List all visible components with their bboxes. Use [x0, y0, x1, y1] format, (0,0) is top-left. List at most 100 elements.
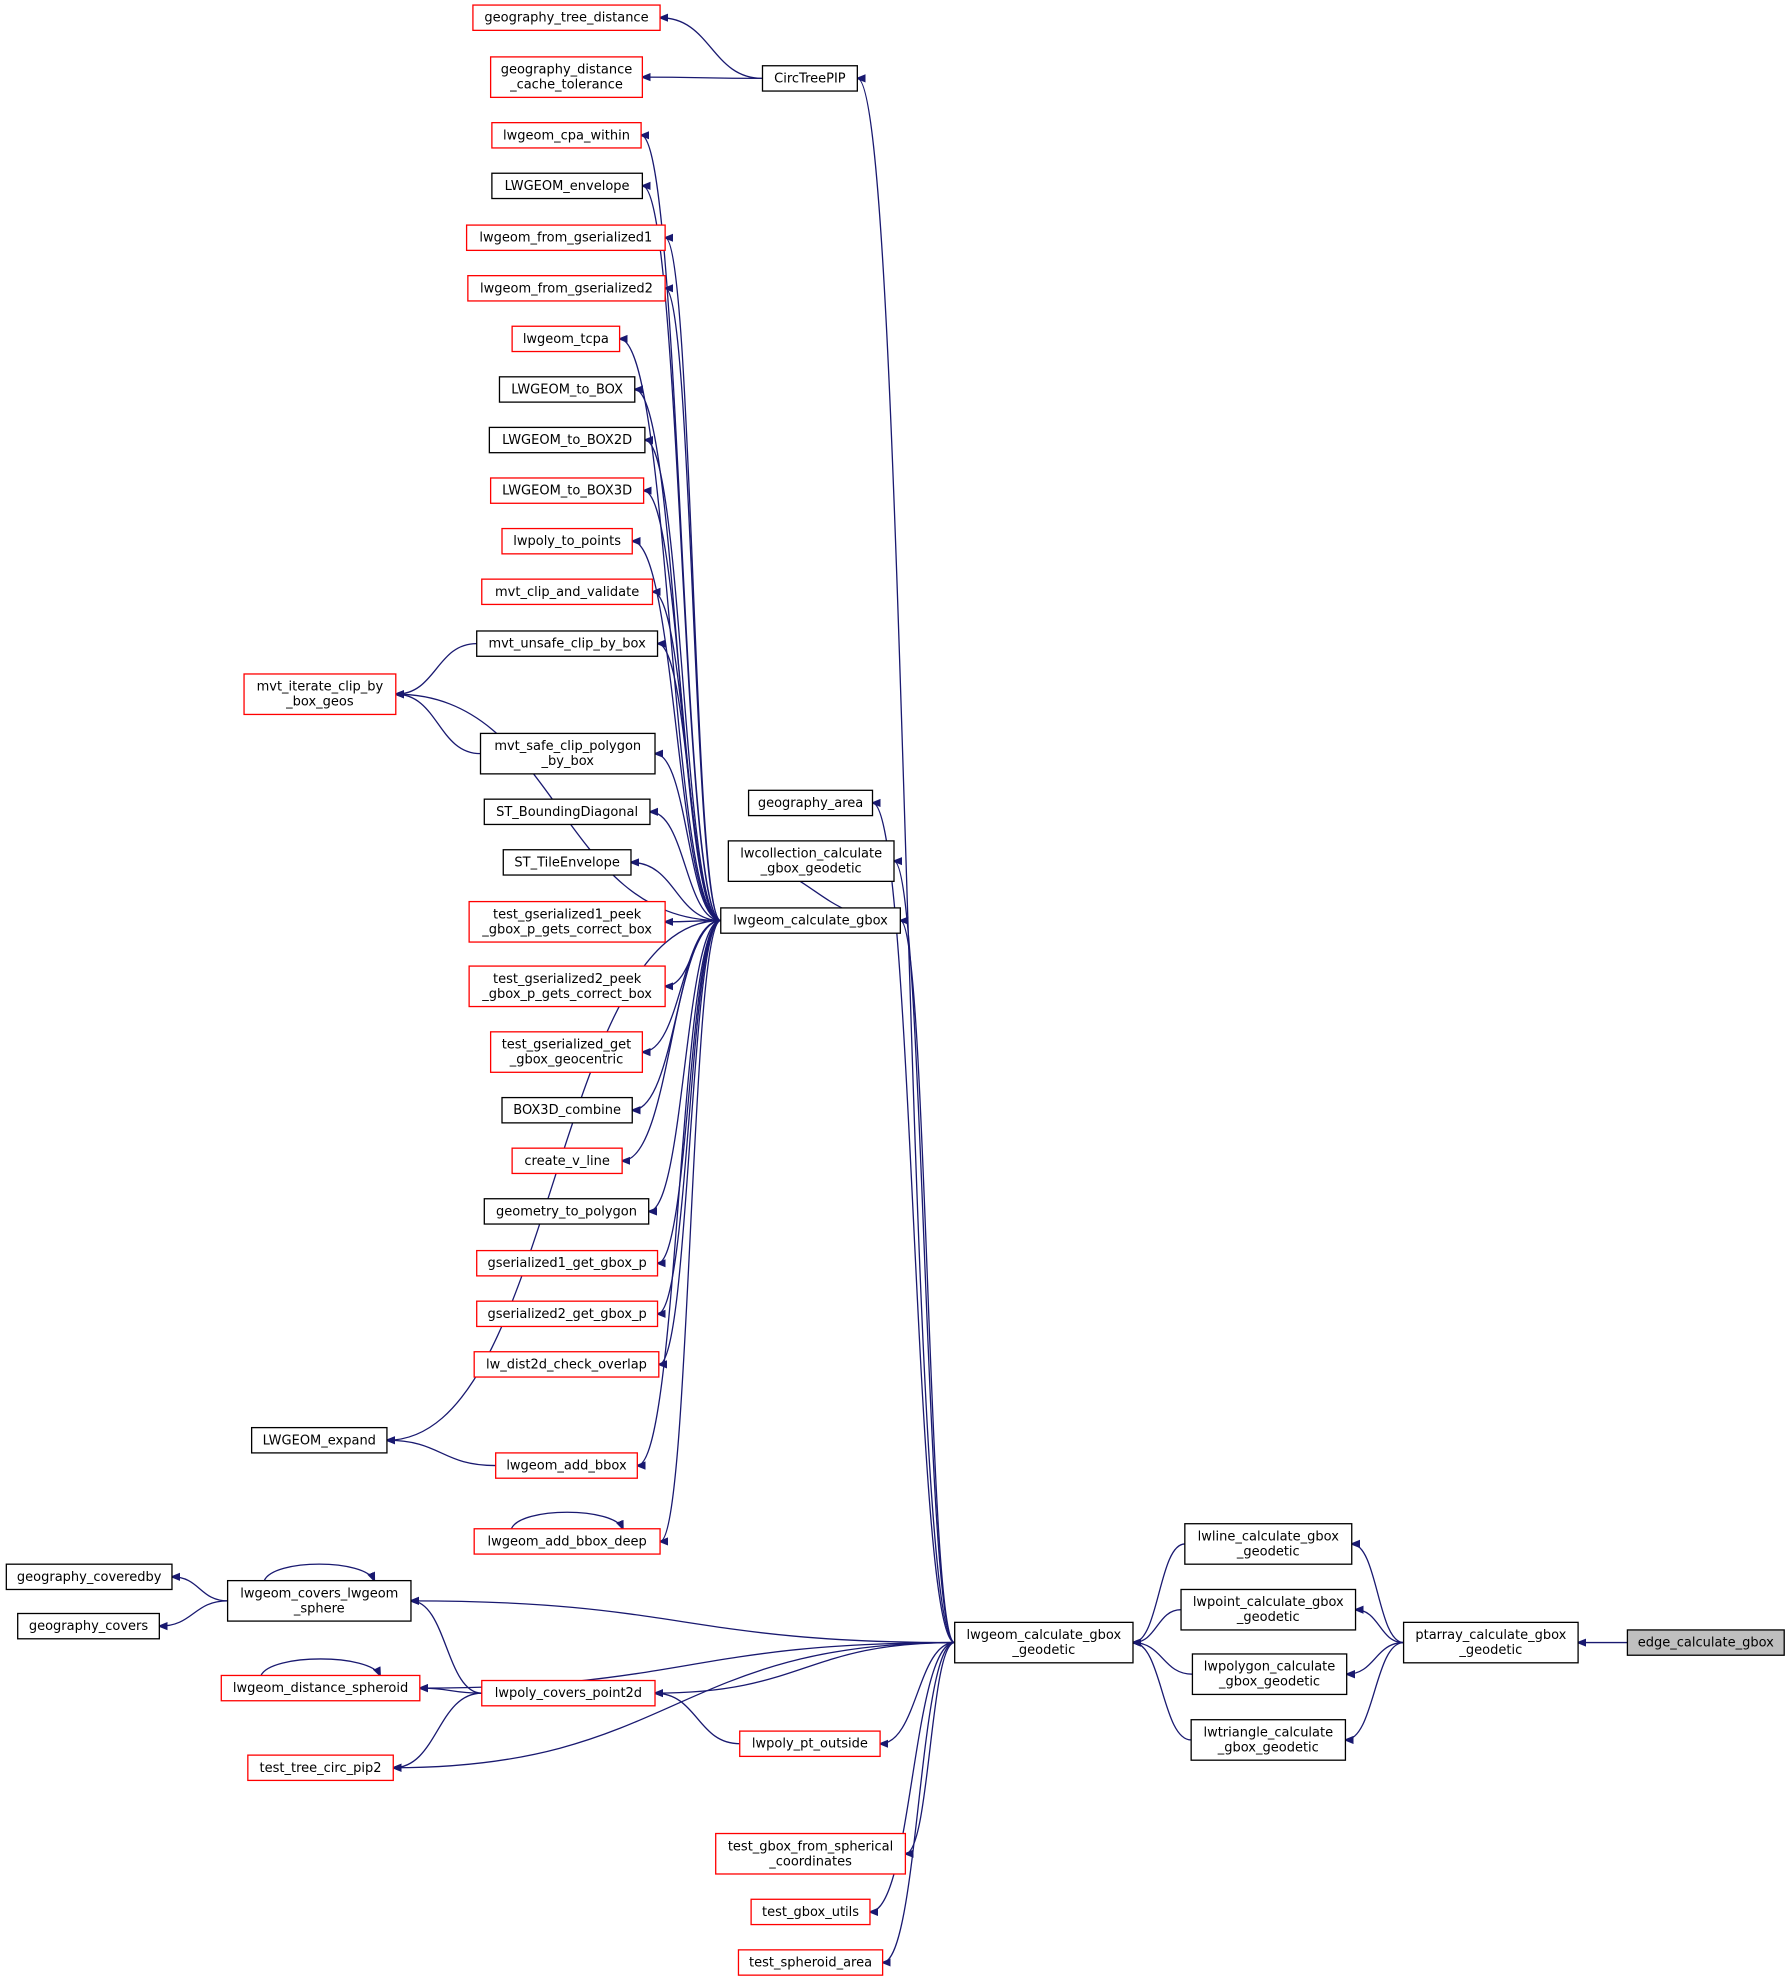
node-test-gbox-from-spherical-coordinates[interactable]: test_gbox_from_spherical_coordinates — [715, 1832, 907, 1875]
edge-n44-to-n41 — [905, 1641, 955, 1854]
node-lwgeom-cpa-within[interactable]: lwgeom_cpa_within — [491, 122, 642, 149]
node-label: lw_dist2d_check_overlap — [486, 1357, 647, 1372]
node-test-gbox-utils[interactable]: test_gbox_utils — [750, 1898, 871, 1926]
node-lwline-calculate-gbox-geodetic[interactable]: lwline_calculate_gbox_geodetic — [1184, 1523, 1353, 1565]
edge-n33-to-n27 — [659, 919, 722, 1365]
node-lwgeom-add-bbox-deep[interactable]: lwgeom_add_bbox_deep — [473, 1528, 661, 1555]
node-label: BOX3D_combine — [513, 1103, 621, 1118]
node-mvt-unsafe-clip-by-box[interactable]: mvt_unsafe_clip_by_box — [476, 630, 659, 657]
node-mvt-iterate-clip-by-box-geos[interactable]: mvt_iterate_clip_by_box_geos — [243, 673, 397, 716]
node-lwtriangle-calculate-gbox-geodetic[interactable]: lwtriangle_calculate_gbox_geodetic — [1190, 1719, 1347, 1761]
edge-n36-to-n35 — [159, 1600, 228, 1626]
edge-n33-to-n18 — [631, 862, 721, 922]
node-mvt-safe-clip-polygon-by-box[interactable]: mvt_safe_clip_polygon_by_box — [479, 732, 656, 775]
edge-n33-to-n26 — [658, 919, 721, 1314]
node-geography-distance-cache-tolerance[interactable]: geography_distance_cache_tolerance — [489, 56, 644, 99]
node-lwgeom-calculate-gbox-geodetic[interactable]: lwgeom_calculate_gbox_geodetic — [954, 1621, 1134, 1664]
node-lwgeom-envelope[interactable]: LWGEOM_envelope — [491, 172, 644, 200]
node-box — [489, 56, 644, 99]
node-circtreepip[interactable]: CircTreePIP — [761, 65, 858, 92]
node-box — [727, 840, 895, 883]
node-geography-tree-distance[interactable]: geography_tree_distance — [472, 4, 661, 31]
node-box — [1184, 1523, 1353, 1565]
node-lwgeom-from-gserialized1[interactable]: lwgeom_from_gserialized1 — [465, 224, 666, 252]
node-label: create_v_line — [524, 1154, 609, 1169]
node-geography-area[interactable]: geography_area — [747, 789, 874, 817]
node-geometry-to-polygon[interactable]: geometry_to_polygon — [483, 1198, 650, 1225]
node-lwgeom-tcpa[interactable]: lwgeom_tcpa — [511, 325, 621, 353]
edge-n44-to-n42 — [870, 1641, 955, 1912]
edge-path — [658, 919, 721, 1314]
node-lwgeom-add-bbox[interactable]: lwgeom_add_bbox — [495, 1452, 638, 1479]
edge-n49-to-n47 — [1347, 1641, 1404, 1675]
node-box3d-combine[interactable]: BOX3D_combine — [501, 1096, 633, 1124]
node-box — [491, 172, 644, 200]
node-lwgeom-calculate-gbox[interactable]: lwgeom_calculate_gbox — [720, 907, 901, 934]
node-box — [502, 849, 632, 876]
node-geography-coveredby[interactable]: geography_coveredby — [5, 1563, 173, 1591]
node-label: CircTreePIP — [774, 71, 846, 86]
edge-n40-to-n38 — [655, 1693, 740, 1745]
node-lwpolygon-calculate-gbox-geodetic[interactable]: lwpolygon_calculate_gbox_geodetic — [1191, 1653, 1348, 1696]
node-test-tree-circ-pip2[interactable]: test_tree_circ_pip2 — [247, 1754, 394, 1782]
node-box — [476, 1300, 659, 1328]
edge-n48-to-n44 — [1133, 1643, 1192, 1741]
node-test-spheroid-area[interactable]: test_spheroid_area — [737, 1949, 884, 1976]
node-box — [479, 732, 656, 775]
edge-path — [387, 919, 721, 1441]
edge-n33-to-n23 — [622, 919, 721, 1161]
node-label: test_gbox_utils — [762, 1905, 859, 1920]
node-st-tileenvelope[interactable]: ST_TileEnvelope — [502, 849, 632, 876]
node-mvt-clip-and-validate[interactable]: mvt_clip_and_validate — [481, 578, 654, 606]
node-label: LWGEOM_to_BOX3D — [502, 484, 632, 499]
edge-path — [645, 440, 721, 922]
edge-path — [1345, 1641, 1404, 1740]
edge-path — [411, 1601, 955, 1644]
node-lwgeom-to-box3d[interactable]: LWGEOM_to_BOX3D — [489, 477, 645, 504]
node-label: _geodetic — [1458, 1643, 1522, 1658]
node-lwgeom-to-box[interactable]: LWGEOM_to_BOX — [498, 376, 636, 403]
node-lwcollection-calculate-gbox-geodetic[interactable]: lwcollection_calculate_gbox_geodetic — [727, 840, 895, 883]
node-test-gserialized2-peek-gbox-p-gets-correct-box[interactable]: test_gserialized2_peek_gbox_p_gets_corre… — [468, 965, 666, 1008]
node-lwgeom-to-box2d[interactable]: LWGEOM_to_BOX2D — [488, 426, 646, 454]
node-gserialized2-get-gbox-p[interactable]: gserialized2_get_gbox_p — [476, 1300, 659, 1328]
node-lwpoly-to-points[interactable]: lwpoly_to_points — [501, 527, 633, 555]
node-edge-calculate-gbox[interactable]: edge_calculate_gbox — [1626, 1629, 1785, 1656]
node-lwgeom-expand[interactable]: LWGEOM_expand — [250, 1426, 388, 1454]
node-box — [495, 1452, 638, 1479]
node-lwgeom-covers-lwgeom-sphere[interactable]: lwgeom_covers_lwgeom_sphere — [226, 1579, 412, 1622]
edge-path — [510, 1511, 623, 1529]
node-label: LWGEOM_envelope — [505, 179, 630, 194]
node-st-boundingdiagonal[interactable]: ST_BoundingDiagonal — [483, 798, 651, 826]
edge-path — [172, 1577, 228, 1602]
node-lwpoint-calculate-gbox-geodetic[interactable]: lwpoint_calculate_gbox_geodetic — [1180, 1588, 1357, 1631]
node-label: lwgeom_distance_spheroid — [233, 1681, 408, 1696]
node-lwpoly-pt-outside[interactable]: lwpoly_pt_outside — [739, 1730, 881, 1758]
node-lwpoly-covers-point2d[interactable]: lwpoly_covers_point2d — [481, 1679, 656, 1707]
node-box — [226, 1579, 412, 1622]
node-box — [472, 4, 661, 31]
node-lwgeom-distance-spheroid[interactable]: lwgeom_distance_spheroid — [220, 1674, 421, 1702]
edge-path — [1356, 1610, 1404, 1644]
node-label: lwpoly_covers_point2d — [495, 1686, 642, 1701]
node-label: LWGEOM_to_BOX — [511, 382, 623, 397]
node-lwgeom-from-gserialized2[interactable]: lwgeom_from_gserialized2 — [467, 275, 666, 302]
node-geography-covers[interactable]: geography_covers — [17, 1612, 160, 1640]
node-test-gserialized1-peek-gbox-p-gets-correct-box[interactable]: test_gserialized1_peek_gbox_p_gets_corre… — [468, 900, 666, 943]
node-gserialized1-get-gbox-p[interactable]: gserialized1_get_gbox_p — [476, 1249, 659, 1277]
edge-path — [396, 694, 481, 755]
node-test-gserialized-get-gbox-geocentric[interactable]: test_gserialized_get_gbox_geocentric — [489, 1031, 644, 1073]
node-label: ptarray_calculate_gbox — [1415, 1628, 1566, 1643]
node-lw-dist2d-check-overlap[interactable]: lw_dist2d_check_overlap — [473, 1351, 660, 1378]
node-label: lwgeom_calculate_gbox — [967, 1628, 1122, 1643]
edge-path — [655, 754, 721, 922]
node-box — [476, 1249, 659, 1277]
node-ptarray-calculate-gbox-geodetic[interactable]: ptarray_calculate_gbox_geodetic — [1402, 1621, 1579, 1664]
node-label: LWGEOM_to_BOX2D — [502, 433, 632, 448]
node-box — [489, 1031, 644, 1073]
edge-path — [905, 1641, 955, 1854]
edge-n44-to-n3 — [857, 78, 956, 1644]
node-create-v-line[interactable]: create_v_line — [511, 1147, 623, 1175]
node-label: test_tree_circ_pip2 — [260, 1761, 382, 1776]
node-label: lwgeom_tcpa — [523, 332, 609, 347]
